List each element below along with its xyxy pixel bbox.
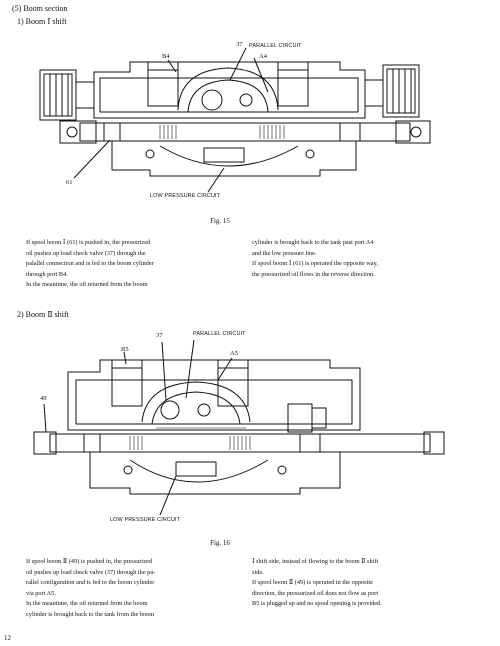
fig16-label-37: 37: [156, 332, 163, 339]
fig15-label-61: 61: [66, 179, 73, 186]
text1-left-line: If spool boom Ⅰ (61) is pushed in, the p…: [26, 239, 151, 246]
text1-right-line: the pressurized oil flows in the reverse…: [252, 270, 375, 278]
fig16-label-parallel-circuit: PARALLEL CIRCUIT: [193, 331, 246, 337]
section-title: (5) Boom section: [12, 4, 68, 13]
fig16-label-b5: B5: [121, 346, 129, 353]
fig15-caption: Fig. 15: [210, 217, 230, 225]
text2-left-line: rallel configuration and is fed to the b…: [26, 579, 155, 586]
text2-left-line: If spool boom Ⅱ (49) is pushed in, the p…: [26, 558, 152, 565]
text2-right-column: Ⅰ shift side, instead of flowing to the …: [252, 557, 452, 610]
text2-left-line: oil pushes up load check valve (37) thro…: [26, 568, 156, 576]
subsection-title-boom-2: 2) Boom Ⅱ shift: [17, 310, 69, 319]
text2-left-column: If spool boom Ⅱ (49) is pushed in, the p…: [26, 557, 216, 620]
text2-right-line: B5 is plugged up and no spool opening is…: [252, 600, 382, 607]
fig15-label-37: 37: [236, 41, 243, 48]
fig16-label-a5: A5: [230, 350, 238, 357]
text1-right-line: cylinder is brought back to the tank pas…: [252, 239, 374, 246]
text2-right-line: direction, the pressurized oil does not …: [252, 589, 379, 597]
text2-right-line: If spool boom Ⅱ (49) is operated in the …: [252, 579, 373, 586]
text1-left-line: through port B4.: [26, 270, 68, 278]
text1-right-column: cylinder is brought back to the tank pas…: [252, 238, 452, 280]
text2-right-line: side.: [252, 568, 264, 576]
fig15-label-low-pressure-circuit: LOW PRESSURE CIRCUIT: [150, 193, 221, 199]
text2-left-line: cylinder is brought back to the tank fro…: [26, 610, 155, 618]
text1-left-line: palallel connection and is fed to the bo…: [26, 260, 154, 267]
text1-left-line: oil pushes up load check valve (37) thro…: [26, 249, 146, 257]
fig16-label-49: 49: [40, 395, 47, 402]
text2-right-line: Ⅰ shift side, instead of flowing to the …: [252, 558, 379, 565]
fig15-label-a4: A4: [259, 53, 267, 60]
subsection-title-boom-1: 1) Boom Ⅰ shift: [17, 17, 67, 26]
text2-left-line: In the meantime, the oil returned from t…: [26, 600, 148, 607]
text1-right-line: If spool boom Ⅰ (61) is operated the opp…: [252, 260, 378, 267]
text1-left-column: If spool boom Ⅰ (61) is pushed in, the p…: [26, 238, 214, 291]
fig15-label-b4: B4: [162, 53, 170, 60]
fig15-label-parallel-circuit: PARALLEL CIRCUIT: [249, 43, 302, 49]
fig16-label-low-pressure-circuit: LOW PRESSURE CIRCUIT: [110, 517, 181, 523]
text1-left-line: In the meantime, the oil returned from t…: [26, 281, 148, 288]
text1-right-line: and the low pressure line.: [252, 249, 317, 257]
text2-left-line: via port A5.: [26, 589, 56, 597]
page-number: 12: [4, 634, 11, 642]
fig16-caption: Fig. 16: [210, 539, 230, 547]
